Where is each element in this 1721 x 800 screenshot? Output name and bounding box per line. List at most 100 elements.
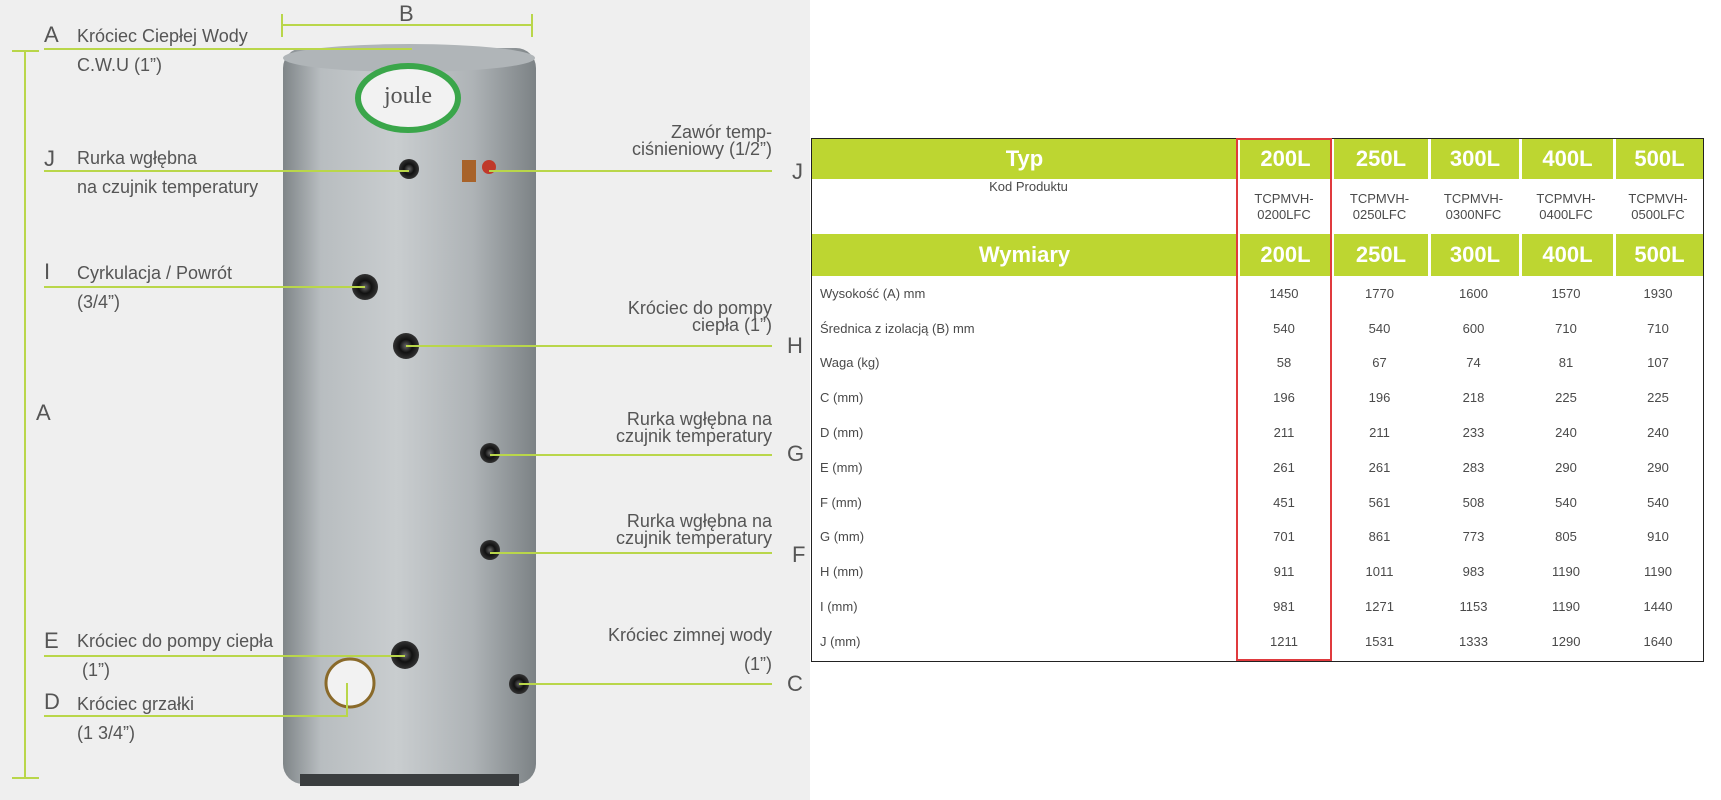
label-c-line1: Króciec zimnej wody [607, 625, 772, 645]
port-f [480, 540, 500, 560]
table-cell: 540 [1555, 494, 1577, 510]
dimension-b-label: B [399, 1, 414, 26]
table-cell: 218 [1462, 390, 1485, 406]
label-a-line2: C.W.U (1”) [77, 55, 162, 75]
dimension-b [281, 14, 533, 37]
dimension-a [12, 50, 39, 779]
header-cell: 400L [1519, 139, 1613, 179]
label-j-line2: na czujnik temperatury [77, 177, 259, 197]
table-cell: 1450 [1269, 285, 1299, 301]
label-d-line2: (1 3/4”) [77, 723, 136, 743]
table-cell: 540 [1368, 320, 1391, 336]
table-cell: 67 [1372, 355, 1387, 371]
label-c-line2: (1”) [744, 654, 772, 674]
product-code-row: Kod Produktu TCPMVH-0200LFC TCPMVH-0250L… [812, 179, 1703, 234]
table-cell: 1640 [1643, 633, 1673, 649]
header-cell: 300L [1428, 139, 1519, 179]
tank-illustration: joule [12, 14, 772, 786]
table-cell: 1211 [1270, 633, 1298, 649]
table-row: J (mm) 1211 1531 1333 1290 1640 [812, 624, 1703, 659]
row-label: G (mm) [820, 529, 865, 545]
label-jr-line2: ciśnieniowy (1/2”) [631, 139, 772, 159]
table-cell: 1011 [1365, 564, 1394, 580]
label-f-letter: F [792, 542, 806, 567]
label-f-line2: czujnik temperatury [615, 528, 772, 548]
table-cell: 600 [1462, 320, 1485, 336]
spec-table: Typ 200L 250L 300L 400L 500L Kod Produkt… [811, 138, 1704, 662]
label-e-line1: Króciec do pompy ciepła [77, 631, 274, 651]
label-e-letter: E [44, 628, 59, 653]
table-cell: 1440 [1643, 599, 1673, 615]
table-cell: 107 [1647, 355, 1669, 371]
table-cell: 240 [1647, 425, 1669, 441]
table-cell: 1770 [1365, 285, 1394, 301]
port-g [480, 443, 500, 463]
row-label: J (mm) [820, 633, 861, 649]
table-cell: 508 [1462, 494, 1485, 510]
table-cell: 710 [1647, 320, 1669, 336]
table-cell: 910 [1647, 529, 1669, 545]
label-h-line1: Króciec do pompy [627, 298, 772, 318]
label-g-line1: Rurka wgłębna na [626, 409, 772, 429]
table-cell: 1531 [1365, 633, 1394, 649]
row-label: F (mm) [820, 494, 862, 510]
label-a-letter: A [44, 22, 59, 47]
table-cell: 261 [1368, 459, 1391, 475]
label-a-line1: Króciec Ciepłej Wody [77, 26, 248, 46]
row-label: I (mm) [820, 599, 858, 615]
table-cell: 1333 [1459, 633, 1488, 649]
product-code-cell: TCPMVH-0200LFC [1254, 190, 1314, 222]
row-label: Kod Produktu [989, 179, 1068, 194]
table-cell: 261 [1273, 459, 1295, 475]
table-cell: 861 [1368, 529, 1391, 545]
table-cell: 701 [1273, 529, 1295, 545]
header-cell: 200L [1237, 139, 1331, 179]
label-g-letter: G [787, 441, 805, 466]
label-d-letter: D [44, 689, 60, 714]
label-g-line2: czujnik temperatury [615, 426, 772, 446]
row-label: E (mm) [820, 459, 863, 475]
header-cell: 250L [1331, 234, 1428, 276]
header-cell: 250L [1331, 139, 1428, 179]
table-cell: 233 [1462, 425, 1485, 441]
logo-text: joule [383, 83, 432, 109]
table-cell: 225 [1555, 390, 1577, 406]
table-cell: 773 [1462, 529, 1485, 545]
table-cell: 74 [1466, 355, 1481, 371]
table-cell: 1271 [1365, 599, 1394, 615]
label-e-line2: (1”) [82, 660, 110, 680]
row-label: Wysokość (A) mm [820, 285, 926, 301]
table-cell: 561 [1368, 494, 1391, 510]
immersion-heater [324, 657, 376, 709]
tank-body [283, 48, 536, 784]
table-cell: 1153 [1459, 599, 1488, 615]
table-cell: 983 [1462, 564, 1485, 580]
table-cell: 58 [1276, 355, 1292, 371]
header-cell: 200L [1237, 234, 1331, 276]
header-cell: 500L [1613, 139, 1703, 179]
label-i-line2: (3/4”) [77, 292, 121, 312]
label-j-letter: J [44, 146, 55, 171]
label-i-letter: I [44, 259, 51, 284]
table-cell: 1290 [1551, 633, 1581, 649]
table-header-dimensions: Wymiary 200L 250L 300L 400L 500L [812, 234, 1703, 276]
tank-base [300, 774, 519, 786]
table-cell: 211 [1273, 425, 1295, 441]
table-cell: 1190 [1552, 599, 1580, 615]
header-cell: 300L [1428, 234, 1519, 276]
table-cell: 911 [1273, 564, 1295, 580]
table-cell: 1190 [1552, 564, 1580, 580]
table-cell: 1930 [1643, 285, 1673, 301]
table-cell: 540 [1273, 320, 1295, 336]
row-label: D (mm) [820, 425, 864, 441]
header-cell: 400L [1519, 234, 1613, 276]
label-c-letter: C [787, 671, 803, 696]
row-label: C (mm) [820, 390, 864, 406]
